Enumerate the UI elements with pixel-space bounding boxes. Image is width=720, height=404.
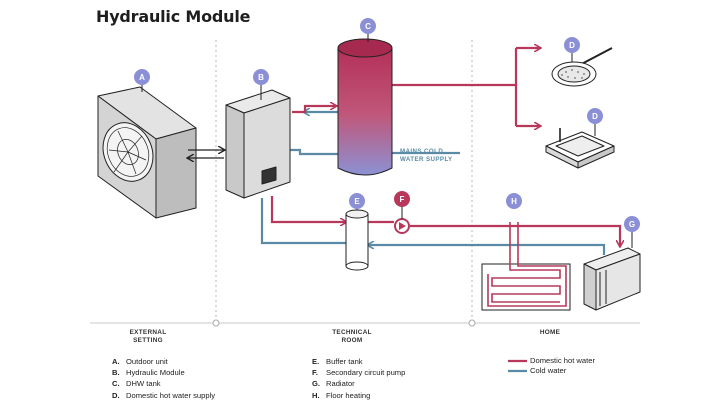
- svg-text:D: D: [569, 41, 575, 50]
- svg-text:B: B: [258, 73, 264, 82]
- svg-text:C: C: [365, 22, 371, 31]
- line-key-swatches: [508, 359, 527, 373]
- legend-item: C.DHW tank: [112, 379, 161, 389]
- svg-text:H: H: [511, 197, 517, 206]
- legend-item: F.Secondary circuit pump: [312, 368, 406, 378]
- zone-home: HOME: [539, 329, 561, 336]
- legend-item: D.Domestic hot water supply: [112, 390, 216, 400]
- badge-f: F: [394, 191, 410, 219]
- badge-d1: D: [564, 37, 580, 62]
- outdoor-unit: [97, 86, 197, 219]
- legend-components-mid: E.Buffer tank F.Secondary circuit pump G…: [312, 356, 405, 401]
- svg-text:A: A: [139, 73, 145, 82]
- svg-text:F: F: [400, 195, 405, 204]
- mains-cold-water-label: MAINS COLD WATER SUPPLY: [400, 148, 453, 163]
- basin-icon: [545, 128, 615, 169]
- svg-text:G: G: [629, 220, 635, 229]
- zone-external-setting: EXTERNAL SETTING: [129, 329, 167, 344]
- badge-h: H: [506, 193, 522, 209]
- hot-water-lines: [270, 48, 620, 246]
- badge-a: A: [134, 69, 150, 92]
- radiator: [583, 247, 641, 311]
- page-title: Hydraulic Module: [96, 7, 251, 26]
- line-key-hot-water: Domestic hot water: [530, 356, 595, 365]
- badge-g: G: [624, 216, 640, 248]
- svg-text:E: E: [354, 197, 360, 206]
- badge-c: C: [360, 18, 376, 42]
- exchange-arrows: [188, 150, 224, 158]
- zone-technical-room: TECHNICAL ROOM: [332, 329, 372, 344]
- legend-components-left: A.Outdoor unit B.Hydraulic Module C.DHW …: [112, 356, 215, 401]
- svg-text:D: D: [592, 112, 598, 121]
- badge-e: E: [349, 193, 365, 210]
- zone-baseline: [90, 319, 640, 327]
- legend-item: E.Buffer tank: [312, 357, 363, 366]
- legend-item: H.Floor heating: [312, 390, 371, 400]
- badges: A B C D D E F G H: [134, 18, 640, 248]
- hydraulic-module: [225, 89, 291, 199]
- legend-item: G.Radiator: [312, 379, 355, 389]
- line-key-cold-water: Cold water: [530, 366, 567, 375]
- badge-d2: D: [587, 108, 603, 136]
- legend-item: A.Outdoor unit: [112, 357, 168, 366]
- dhw-tank: [337, 38, 393, 176]
- buffer-tank: [345, 209, 369, 271]
- cold-water-lines: [260, 112, 606, 255]
- shower-head-icon: [551, 47, 613, 87]
- floor-heating: [481, 222, 571, 311]
- fan-icon: [106, 127, 150, 177]
- badge-b: B: [253, 69, 269, 100]
- zone-dividers: [215, 40, 473, 318]
- legend-item: B.Hydraulic Module: [112, 368, 185, 378]
- pump-icon: [394, 218, 410, 234]
